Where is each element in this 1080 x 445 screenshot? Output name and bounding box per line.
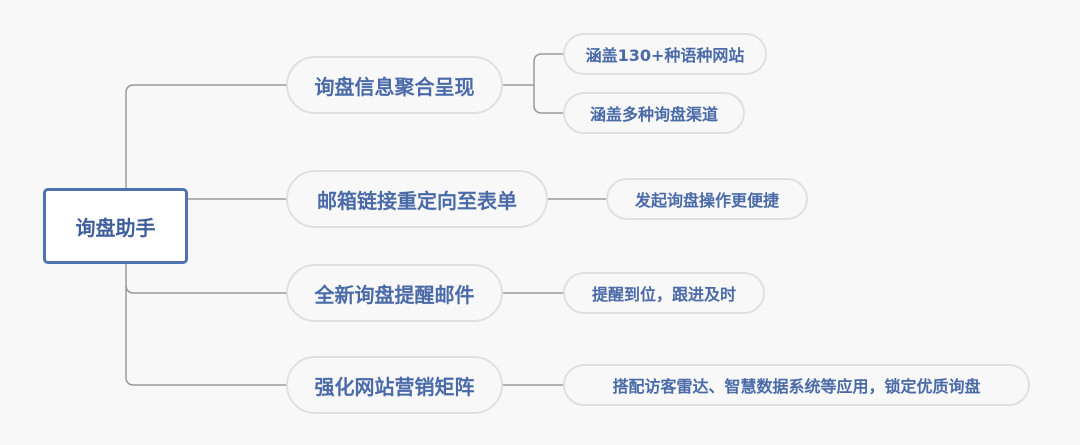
- leaf-node-languages[interactable]: 涵盖130+种语种网站: [563, 33, 767, 75]
- branch-node-inquiry-aggregation[interactable]: 询盘信息聚合呈现: [286, 56, 503, 114]
- branch-node-marketing-matrix[interactable]: 强化网站营销矩阵: [286, 356, 503, 414]
- root-node[interactable]: 询盘助手: [43, 188, 188, 264]
- connector-branch-1-child-2: [533, 85, 563, 114]
- branch-node-email-redirect[interactable]: 邮箱链接重定向至表单: [286, 170, 548, 228]
- branch-node-inquiry-reminder[interactable]: 全新询盘提醒邮件: [286, 264, 503, 322]
- connector-root-to-branch-1: [125, 84, 286, 227]
- leaf-node-visitor-radar[interactable]: 搭配访客雷达、智慧数据系统等应用，锁定优质询盘: [563, 364, 1030, 406]
- connector-root-to-branch-4: [125, 285, 286, 386]
- leaf-node-easier-inquiry[interactable]: 发起询盘操作更便捷: [606, 178, 808, 220]
- leaf-node-timely-followup[interactable]: 提醒到位，跟进及时: [563, 272, 765, 314]
- connector-branch-1-child-1: [503, 53, 563, 86]
- leaf-node-channels[interactable]: 涵盖多种询盘渠道: [563, 92, 745, 134]
